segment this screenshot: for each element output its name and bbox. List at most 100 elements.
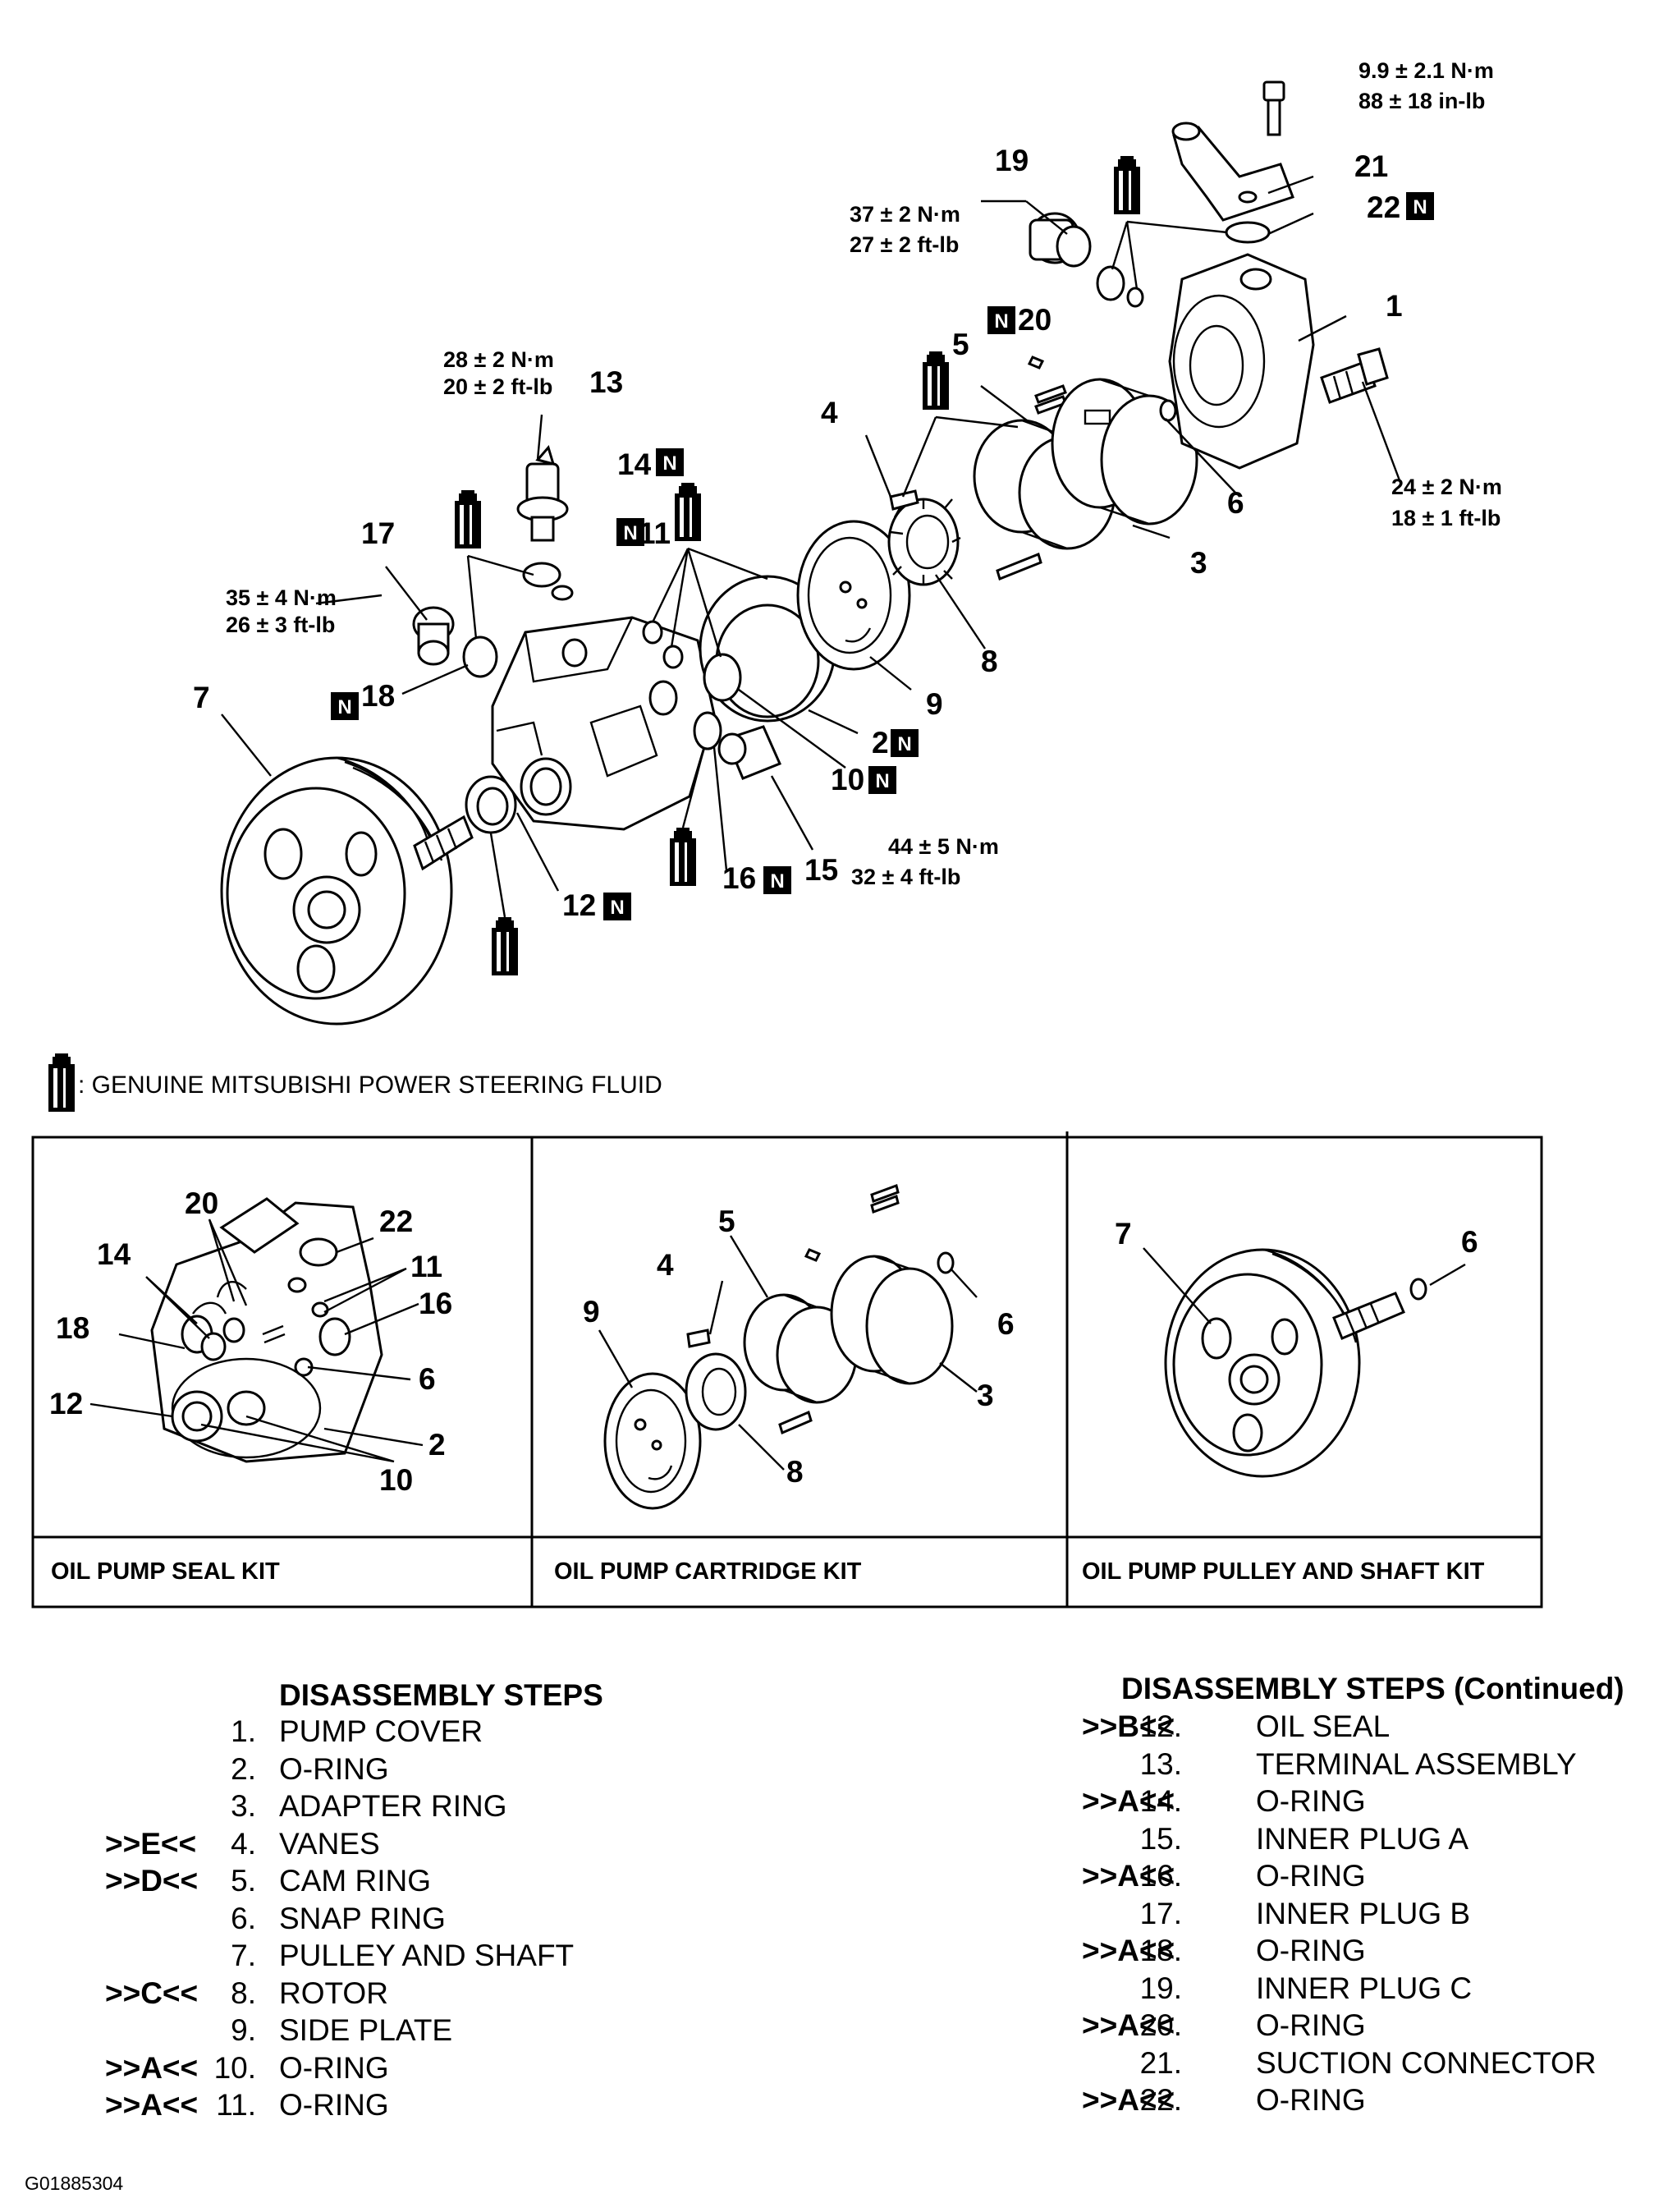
o-ring-14-part — [522, 562, 561, 588]
step-name: INNER PLUG B — [1256, 1896, 1471, 1930]
step-number: 15. — [1139, 1821, 1182, 1856]
vanes-part — [889, 489, 919, 511]
leader-lines — [221, 175, 1401, 918]
pulley-and-shaft-part — [220, 756, 474, 1026]
torque-1-nm: 24 ± 2 N·m — [1391, 475, 1502, 499]
pulley-kit-drawing — [1143, 1247, 1466, 1478]
callout-3-upper: 3 — [1190, 546, 1207, 580]
o-ring-11b-part — [662, 645, 684, 669]
step-name: VANES — [279, 1826, 380, 1861]
svg-text:6: 6 — [997, 1307, 1015, 1341]
o-ring-22-part — [1225, 221, 1271, 244]
torque-13-nm: 28 ± 2 N·m — [443, 347, 554, 372]
step-row: >>E<<4.VANES — [0, 1825, 739, 1863]
svg-text:N: N — [623, 522, 637, 544]
callout-8-upper: 8 — [981, 645, 998, 678]
pulley-kit-callouts: 7 6 — [1115, 1217, 1478, 1259]
callout-13: 13 — [589, 365, 623, 399]
step-mark: >>A<< — [1082, 1784, 1175, 1818]
torque-17-nm: 35 ± 4 N·m — [226, 585, 337, 610]
suction-connector-part — [1171, 122, 1294, 222]
svg-text:22: 22 — [379, 1205, 413, 1238]
step-mark: >>C<< — [105, 1976, 199, 2010]
callout-7-upper: 7 — [193, 681, 210, 714]
svg-text:N: N — [610, 897, 624, 919]
svg-text:N: N — [770, 870, 784, 893]
fluid-bottle-icon — [675, 483, 701, 541]
svg-text:N: N — [662, 452, 676, 475]
step-row: 13.TERMINAL ASSEMBLY — [0, 1746, 1654, 1783]
inner-plug-c-part — [1029, 212, 1092, 268]
step-row: 17. INNER PLUG B — [0, 1895, 1654, 1933]
callout-1: 1 — [1386, 289, 1403, 323]
kit-label-pulley: OIL PUMP PULLEY AND SHAFT KIT — [1082, 1558, 1485, 1585]
step-name: O-RING — [279, 2050, 389, 2085]
callout-19: 19 — [995, 144, 1029, 177]
fluid-bottle-icon — [1114, 156, 1140, 214]
step-name: O-RING — [1256, 1934, 1366, 1967]
step-mark: >>A<< — [1082, 1859, 1175, 1893]
step-row: >>D<<5.CAM RING — [0, 1862, 739, 1900]
callout-6-upper: 6 — [1227, 486, 1244, 520]
step-number: 22. — [1139, 2083, 1182, 2117]
o-ring-11a-part — [642, 620, 663, 645]
step-row: >>B<<12.OIL SEAL — [0, 1708, 1654, 1746]
step-number: 4. — [231, 1826, 256, 1861]
step-row: >>A<<14.O-RING — [0, 1783, 1654, 1820]
step-row: 21.SUCTION CONNECTOR — [0, 2044, 1654, 2082]
kit-panel-frame — [31, 1131, 1543, 1609]
svg-text:16: 16 — [419, 1287, 452, 1320]
torque-21-inlb: 88 ± 18 in-lb — [1358, 89, 1485, 113]
step-number: 10. — [213, 2050, 256, 2085]
torque-21-nm: 9.9 ± 2.1 N·m — [1358, 58, 1494, 83]
step-name: O-RING — [1256, 2083, 1366, 2117]
suction-bolt-part — [1262, 80, 1285, 136]
kit-label-cartridge: OIL PUMP CARTRIDGE KIT — [554, 1558, 862, 1585]
pump-cover-part — [1168, 253, 1315, 470]
svg-text:12: 12 — [49, 1387, 83, 1420]
step-name: TERMINAL ASSEMBLY — [1256, 1746, 1577, 1781]
fluid-bottle-icon — [455, 490, 481, 548]
step-name: O-RING — [1256, 2008, 1366, 2042]
svg-text:18: 18 — [56, 1311, 89, 1345]
step-number: 8. — [231, 1976, 256, 2010]
step-number: 19. — [1139, 1971, 1182, 2005]
step-name: INNER PLUG C — [1256, 1971, 1473, 2005]
step-number: 1. — [231, 1714, 256, 1748]
step-name: OIL SEAL — [1256, 1709, 1391, 1743]
new-part-tag-letters: N N N N N N N N N — [337, 196, 1427, 919]
step-mark: >>A<< — [1082, 2008, 1175, 2042]
cartridge-kit-callouts: 5 4 9 6 3 8 — [583, 1205, 1015, 1489]
step-name: O-RING — [279, 2088, 389, 2122]
steps-title-left: DISASSEMBLY STEPS — [279, 1678, 603, 1712]
svg-text:6: 6 — [419, 1362, 436, 1396]
step-row: >>A<<16.O-RING — [0, 1857, 1654, 1895]
step-number: 5. — [231, 1864, 256, 1898]
callout-15: 15 — [804, 853, 838, 887]
step-name: ADAPTER RING — [279, 1789, 507, 1823]
step-mark: >>A<< — [1082, 1934, 1175, 1967]
figure-code: G01885304 — [25, 2173, 124, 2194]
svg-text:11: 11 — [410, 1250, 442, 1283]
svg-text:N: N — [994, 310, 1008, 333]
callout-18-upper: 18 — [361, 679, 395, 713]
pin-part — [996, 552, 1042, 581]
step-number: 17. — [1139, 1896, 1182, 1930]
torque-13-ftlb: 20 ± 2 ft-lb — [443, 374, 552, 399]
step-name: ROTOR — [279, 1976, 388, 2010]
callout-labels: 21 22 1 6 3 19 20 5 4 8 9 2 10 15 16 12 … — [193, 144, 1403, 922]
callout-12-upper: 12 — [562, 888, 596, 922]
fluid-legend-bottle-icon — [48, 1053, 75, 1112]
torque-19-nm: 37 ± 2 N·m — [850, 202, 960, 227]
step-mark: >>A<< — [1082, 2083, 1175, 2117]
svg-text:7: 7 — [1115, 1217, 1132, 1251]
step-row: >>C<< 8. ROTOR — [0, 1975, 739, 2012]
pump-body-part — [491, 616, 716, 831]
svg-text:N: N — [337, 696, 351, 718]
svg-text:4: 4 — [657, 1248, 674, 1282]
step-row: 15.INNER PLUG A — [0, 1820, 1654, 1858]
svg-text:6: 6 — [1461, 1225, 1478, 1259]
callout-4-upper: 4 — [821, 396, 838, 429]
